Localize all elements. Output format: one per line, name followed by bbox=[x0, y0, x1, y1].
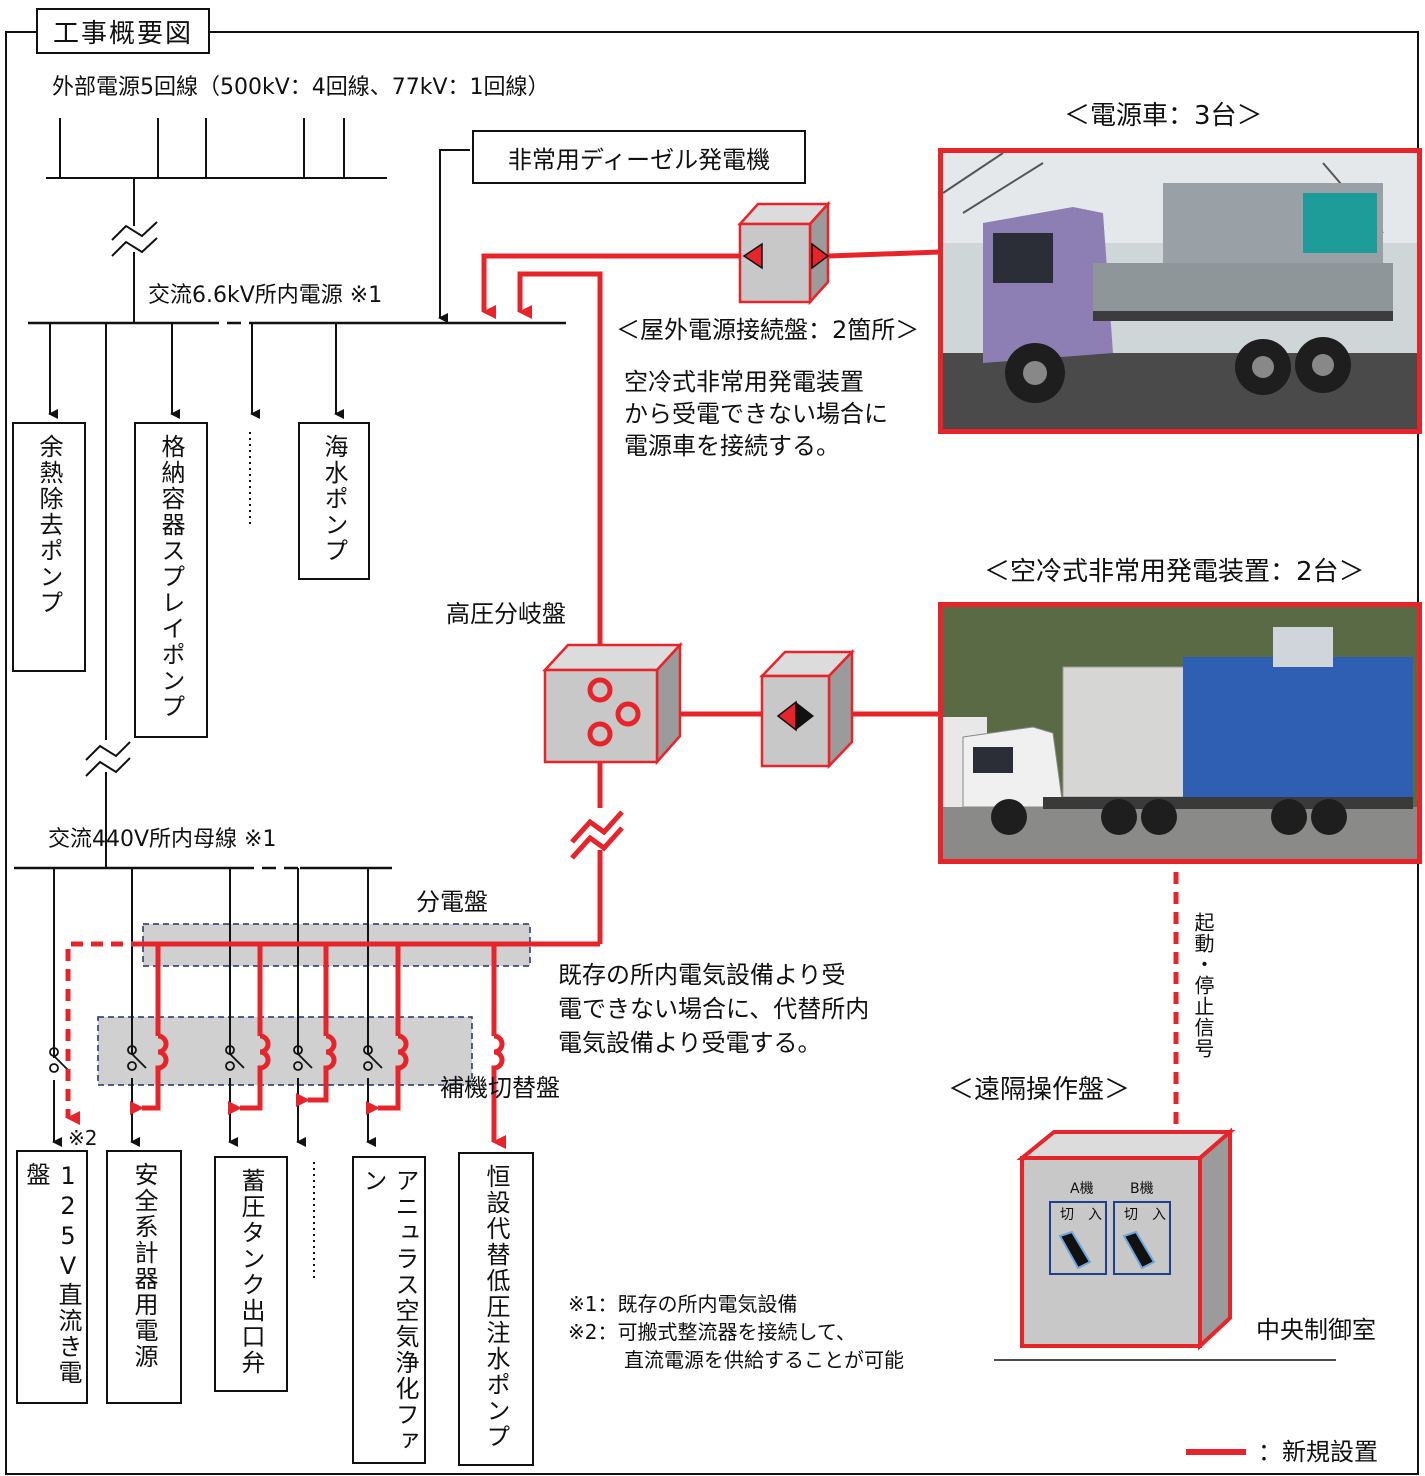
power-car-title: ＜電源車：3台＞ bbox=[1064, 101, 1263, 131]
title-box: 工事概要図 bbox=[36, 8, 210, 54]
load-label: 安全系計器用電源 bbox=[130, 1162, 158, 1370]
diesel-label: 非常用ディーゼル発電機 bbox=[507, 145, 771, 174]
mark-2: ※2 bbox=[68, 1126, 98, 1150]
load-label: 蓄圧タンク出口弁 bbox=[237, 1168, 265, 1376]
load-label: 恒設代替低圧注水ポンプ bbox=[482, 1164, 510, 1450]
new-lines bbox=[65, 249, 1179, 1149]
alt-note-3: 電気設備より受電する。 bbox=[558, 1029, 822, 1057]
outdoor-panel-label: ＜屋外電源接続盤：2箇所＞ bbox=[616, 316, 920, 344]
diesel-line bbox=[438, 149, 470, 323]
external-power-label: 外部電源5回線（500kV：4回線、77kV：1回線） bbox=[52, 75, 550, 100]
switch-symbols-black bbox=[49, 1045, 383, 1073]
switch-b-on: 入 bbox=[1152, 1207, 1166, 1223]
note-1: ※1：既存の所内電気設備 bbox=[568, 1292, 798, 1316]
remote-panel-title: ＜遠隔操作盤＞ bbox=[948, 1075, 1131, 1105]
load-accumulator-valve: 蓄圧タンク出口弁 bbox=[214, 1156, 288, 1392]
outer-frame bbox=[5, 31, 1419, 1475]
hv-branch-box bbox=[542, 641, 683, 766]
bus-66-label: 交流6.6kV所内電源 ※1 bbox=[148, 283, 383, 308]
aircooled-photo bbox=[938, 602, 1422, 864]
page-title: 工事概要図 bbox=[52, 18, 193, 49]
switch-b-off: 切 bbox=[1124, 1207, 1138, 1223]
distribution-label: 分電盤 bbox=[416, 888, 488, 916]
load-containment-spray-pump: 格納容器スプレイポンプ bbox=[134, 422, 208, 738]
load-label: 125V直流き電盤 bbox=[22, 1162, 82, 1386]
diesel-box: 非常用ディーゼル発電機 bbox=[472, 130, 806, 184]
load-label: 格納容器スプレイポンプ bbox=[157, 434, 185, 720]
bus-440-label: 交流440V所内母線 ※1 bbox=[48, 827, 277, 852]
power-car-illustration bbox=[943, 153, 1417, 429]
load-instrument-power: 安全系計器用電源 bbox=[106, 1150, 182, 1404]
alt-note-2: 電できない場合に、代替所内 bbox=[558, 995, 870, 1023]
bus-440-drops bbox=[52, 868, 376, 1280]
load-label: アニュラス空気浄化ファン bbox=[359, 1168, 419, 1454]
machine-b-label: B機 bbox=[1130, 1181, 1154, 1197]
control-room-label: 中央制御室 bbox=[1256, 1316, 1376, 1344]
load-label: 海水ポンプ bbox=[320, 434, 348, 564]
load-rhr-pump: 余熱除去ポンプ bbox=[12, 422, 86, 672]
switch-a-on: 入 bbox=[1088, 1207, 1102, 1223]
signal-text: 起動・停止信号 bbox=[1191, 912, 1215, 1059]
signal-label: 起動・停止信号 bbox=[1190, 912, 1216, 1063]
alt-note-1: 既存の所内電気設備より受 bbox=[558, 961, 846, 989]
load-alt-injection-pump: 恒設代替低圧注水ポンプ bbox=[458, 1152, 534, 1466]
bus-66-drops bbox=[48, 323, 344, 525]
note-3: 直流電源を供給することが可能 bbox=[624, 1348, 904, 1372]
power-car-note-2: から受電できない場合に bbox=[624, 400, 888, 428]
outdoor-panel-box bbox=[737, 200, 831, 306]
load-annulus-fan: アニュラス空気浄化ファン bbox=[352, 1156, 426, 1464]
external-power-lines bbox=[46, 118, 387, 323]
feeder-440 bbox=[85, 323, 131, 868]
remote-panel-box bbox=[994, 1127, 1336, 1361]
aux-switch-panel bbox=[97, 1016, 473, 1086]
aircooled-panel-box bbox=[759, 648, 855, 770]
hv-branch-label: 高圧分岐盤 bbox=[446, 600, 566, 628]
power-car-note-1: 空冷式非常用発電装置 bbox=[624, 368, 864, 396]
load-label: 余熱除去ポンプ bbox=[35, 434, 63, 616]
note-2: ※2：可搬式整流器を接続して、 bbox=[568, 1320, 856, 1344]
switch-a-off: 切 bbox=[1060, 1207, 1074, 1223]
load-125v-dc-panel: 125V直流き電盤 bbox=[16, 1150, 88, 1404]
aux-switch-label: 補機切替盤 bbox=[440, 1074, 560, 1102]
legend-label: ：新規設置 bbox=[1258, 1438, 1378, 1466]
power-car-note-3: 電源車を接続する。 bbox=[624, 432, 840, 460]
machine-a-label: A機 bbox=[1070, 1181, 1094, 1197]
aircooled-title: ＜空冷式非常用発電装置：2台＞ bbox=[984, 557, 1365, 587]
load-seawater-pump: 海水ポンプ bbox=[298, 422, 370, 580]
aircooled-illustration bbox=[943, 607, 1417, 859]
power-car-photo bbox=[938, 148, 1422, 434]
